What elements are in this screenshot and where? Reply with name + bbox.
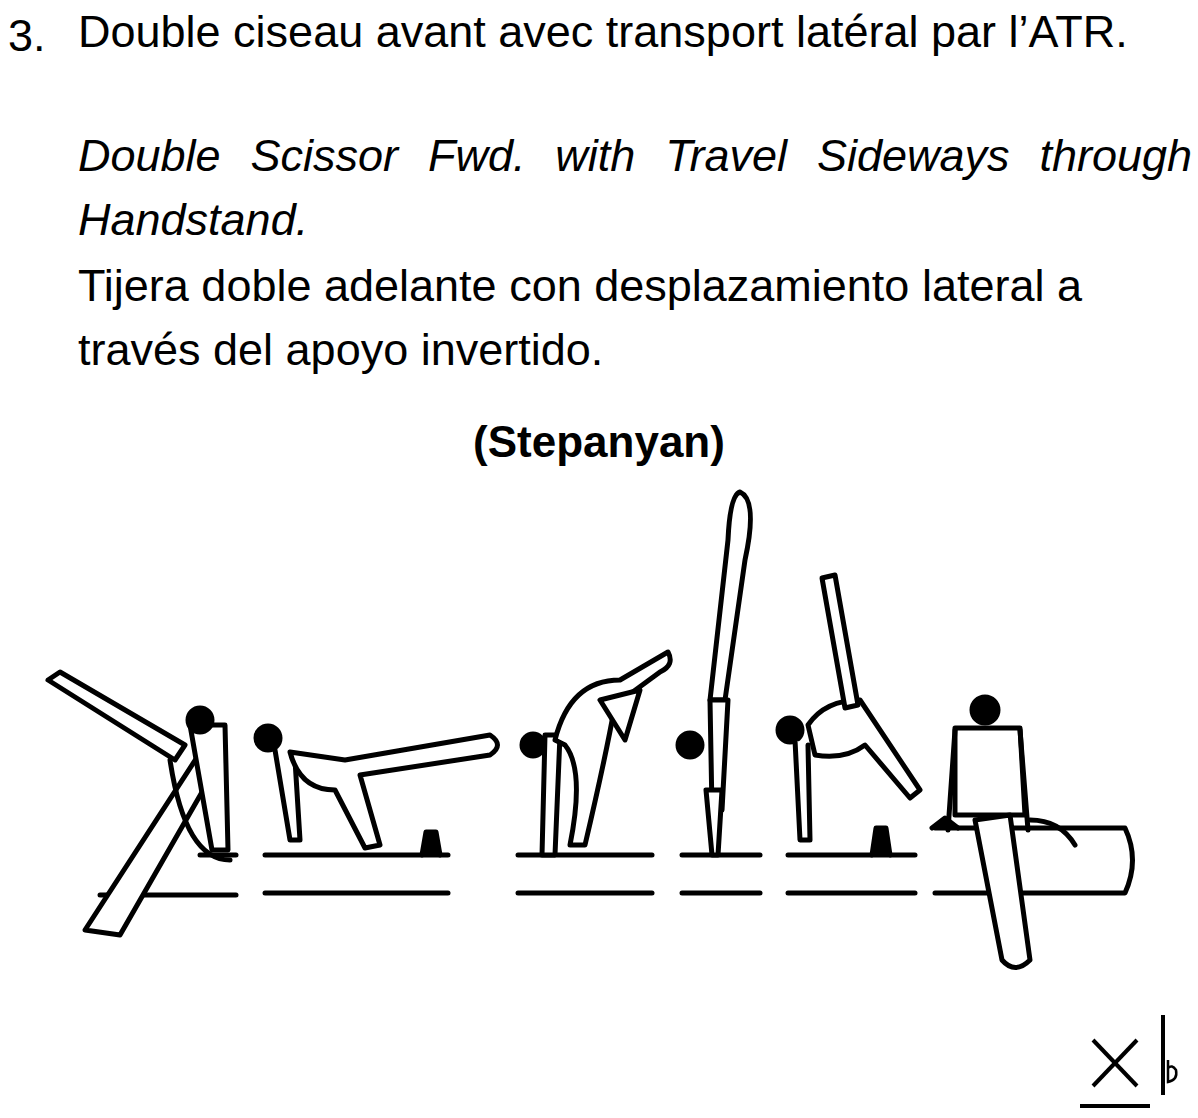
gymnast-figure bbox=[948, 697, 1075, 968]
element-author: (Stepanyan) bbox=[300, 410, 898, 474]
gymnast-figure bbox=[256, 726, 498, 848]
element-name-en: Double Scissor Fwd. with Travel Sideways… bbox=[78, 124, 1192, 252]
difficulty-symbol bbox=[1080, 1015, 1176, 1106]
element-name-es: Tijera doble adelante con desplazamiento… bbox=[78, 254, 1192, 382]
gymnast-figure bbox=[522, 652, 670, 855]
gymnast-figure bbox=[778, 575, 920, 840]
callout-number: 3. bbox=[8, 4, 74, 68]
element-name-fr: Double ciseau avant avec transport latér… bbox=[78, 0, 1192, 64]
gymnast-figure bbox=[678, 492, 750, 855]
gymnast-figure bbox=[48, 672, 230, 935]
